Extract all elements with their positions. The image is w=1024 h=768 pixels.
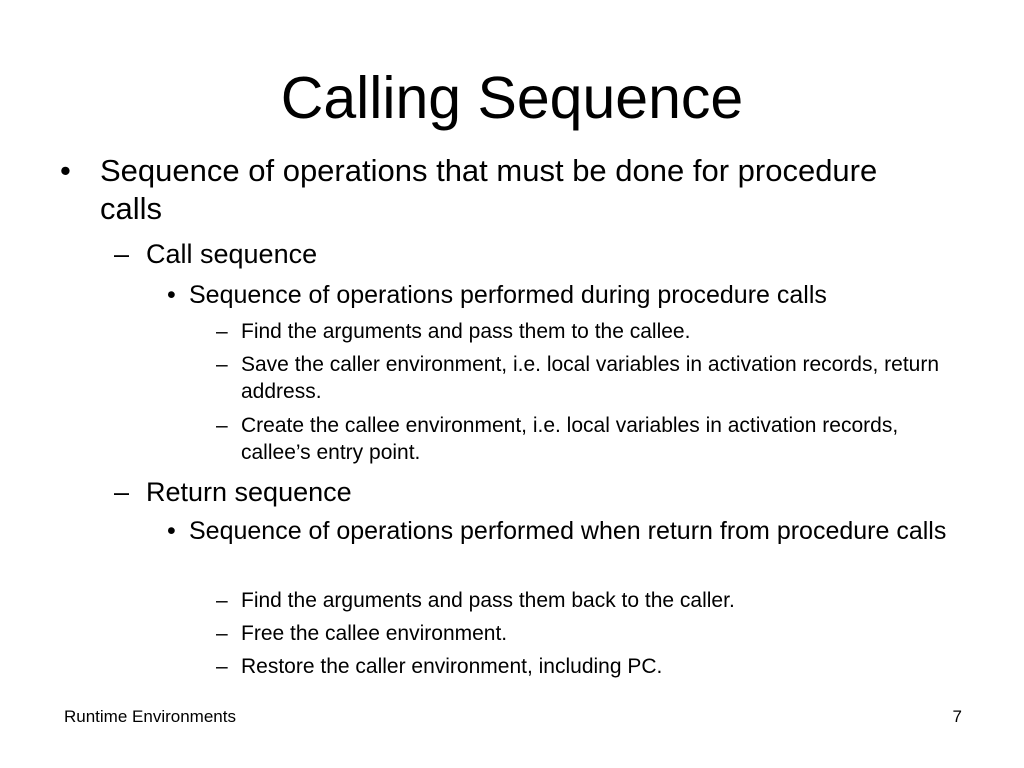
bullet-marker: • xyxy=(167,281,176,309)
page-number: 7 xyxy=(952,707,962,726)
bullet-marker: • xyxy=(167,517,176,545)
bullet-marker: • xyxy=(60,153,71,188)
bullet-text: Find the arguments and pass them to the … xyxy=(241,320,691,343)
bullet-item-level3: • Sequence of operations performed when … xyxy=(167,516,979,547)
bullet-text: Restore the caller environment, includin… xyxy=(241,655,663,678)
dash-marker: – xyxy=(216,622,228,645)
bullet-item-level2: – Return sequence xyxy=(114,476,946,508)
slide-title: Calling Sequence xyxy=(280,65,744,131)
bullet-text: Free the callee environment. xyxy=(241,622,508,645)
dash-marker: – xyxy=(216,320,228,343)
bullet-text: Sequence of operations performed during … xyxy=(189,281,827,309)
bullet-item-level1: • Sequence of operations that must be do… xyxy=(60,152,920,228)
dash-marker: – xyxy=(216,589,228,612)
dash-marker: – xyxy=(216,655,228,678)
bullet-text: Save the caller environment, i.e. local … xyxy=(241,353,940,403)
bullet-item-level4: – Save the caller environment, i.e. loca… xyxy=(216,351,961,405)
dash-marker: – xyxy=(114,239,130,269)
dash-marker: – xyxy=(216,353,228,376)
dash-marker: – xyxy=(114,477,130,507)
bullet-text: Return sequence xyxy=(146,477,352,507)
bullet-text: Sequence of operations that must be done… xyxy=(100,153,878,226)
footer-title: Runtime Environments xyxy=(64,707,236,726)
bullet-item-level4: – Free the callee environment. xyxy=(216,620,961,647)
bullet-text: Find the arguments and pass them back to… xyxy=(241,589,735,612)
bullet-item-level4: – Create the callee environment, i.e. lo… xyxy=(216,412,961,466)
bullet-text: Call sequence xyxy=(146,239,318,269)
bullet-text: Create the callee environment, i.e. loca… xyxy=(241,414,899,464)
bullet-item-level4: – Find the arguments and pass them to th… xyxy=(216,318,961,345)
bullet-text: Sequence of operations performed when re… xyxy=(189,517,947,545)
bullet-item-level3: • Sequence of operations performed durin… xyxy=(167,280,979,311)
dash-marker: – xyxy=(216,414,228,437)
bullet-item-level4: – Restore the caller environment, includ… xyxy=(216,653,961,680)
bullet-item-level2: – Call sequence xyxy=(114,238,946,270)
bullet-item-level4: – Find the arguments and pass them back … xyxy=(216,587,961,614)
